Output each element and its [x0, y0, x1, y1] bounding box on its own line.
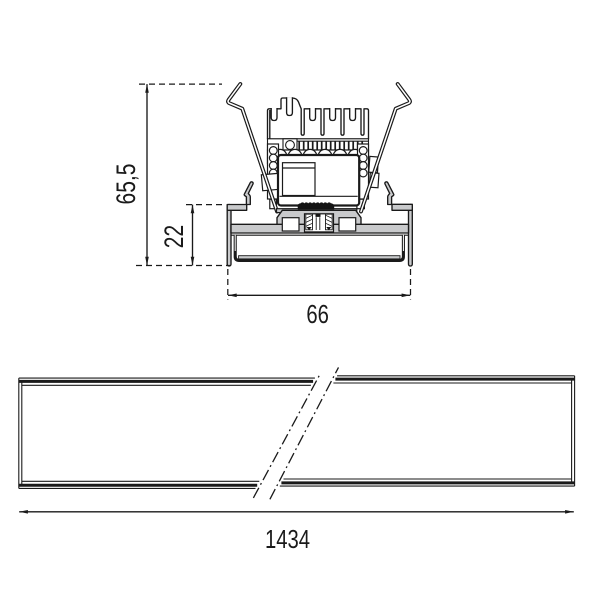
svg-text:65,5: 65,5 — [111, 164, 141, 205]
svg-text:66: 66 — [306, 300, 329, 329]
svg-text:1434: 1434 — [265, 525, 310, 554]
svg-text:22: 22 — [159, 225, 189, 248]
